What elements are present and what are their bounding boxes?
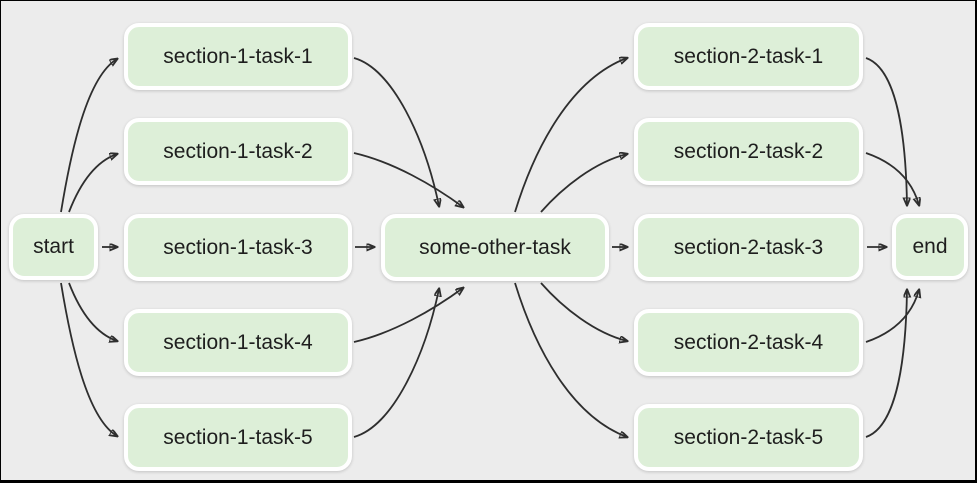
node-section-1-task-1[interactable]: section-1-task-1: [124, 23, 352, 90]
edge-section-1-task-5-to-some-other-task: [353, 289, 439, 438]
edge-start-to-section-1-task-2: [68, 154, 117, 213]
node-section-2-task-4[interactable]: section-2-task-4: [634, 309, 863, 376]
edge-start-to-section-1-task-1: [60, 59, 117, 213]
node-some-other-task[interactable]: some-other-task: [381, 214, 609, 281]
edge-section-2-task-1-to-end: [865, 57, 907, 205]
node-section-2-task-2[interactable]: section-2-task-2: [634, 118, 863, 185]
edge-section-1-task-1-to-some-other-task: [353, 57, 439, 206]
edge-section-1-task-4-to-some-other-task: [353, 288, 463, 343]
edge-some-other-task-to-section-2-task-4: [540, 282, 627, 341]
node-section-2-task-5[interactable]: section-2-task-5: [634, 404, 863, 471]
edge-some-other-task-to-section-2-task-5: [514, 282, 627, 437]
node-section-2-task-3[interactable]: section-2-task-3: [634, 214, 863, 281]
edge-start-to-section-1-task-4: [68, 282, 117, 341]
edge-start-to-section-1-task-5: [60, 282, 117, 436]
edge-section-2-task-2-to-end: [865, 152, 919, 205]
edge-section-2-task-4-to-end: [865, 290, 919, 343]
node-section-1-task-3[interactable]: section-1-task-3: [124, 214, 352, 281]
node-section-1-task-4[interactable]: section-1-task-4: [124, 309, 352, 376]
node-end[interactable]: end: [892, 214, 968, 280]
edge-some-other-task-to-section-2-task-2: [540, 154, 627, 213]
node-section-1-task-5[interactable]: section-1-task-5: [124, 404, 352, 471]
edge-section-2-task-5-to-end: [865, 290, 907, 438]
node-section-1-task-2[interactable]: section-1-task-2: [124, 118, 352, 185]
node-section-2-task-1[interactable]: section-2-task-1: [634, 23, 863, 90]
edge-some-other-task-to-section-2-task-1: [514, 58, 627, 213]
node-start[interactable]: start: [9, 214, 98, 280]
edge-section-1-task-2-to-some-other-task: [353, 152, 463, 207]
